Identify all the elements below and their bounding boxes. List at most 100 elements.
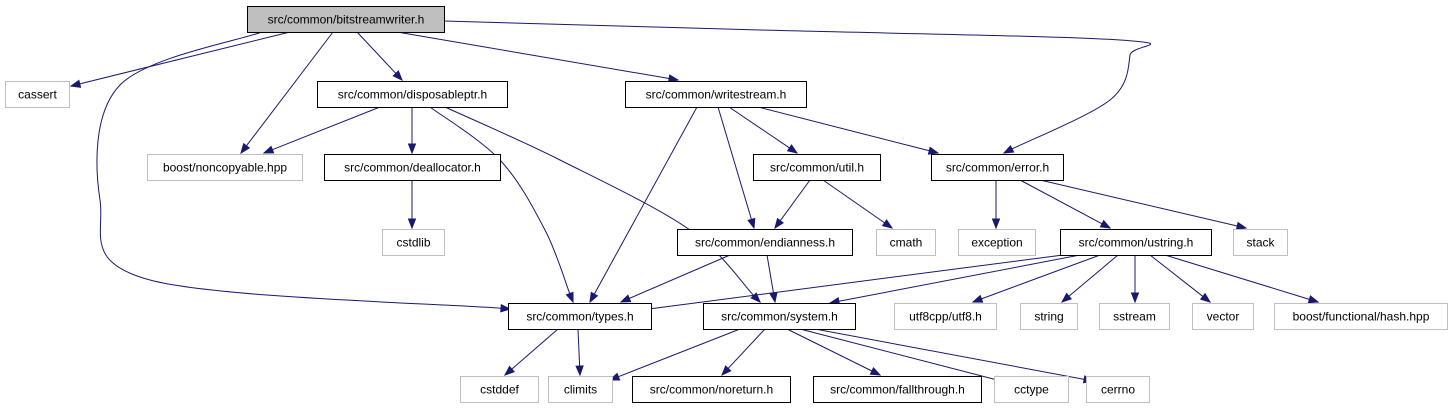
node-box bbox=[317, 81, 508, 108]
node-label: sstream bbox=[1113, 310, 1156, 324]
node-label: src/common/noreturn.h bbox=[650, 383, 773, 397]
node-endianness[interactable]: src/common/endianness.h bbox=[677, 229, 853, 256]
node-climits: climits bbox=[548, 376, 613, 403]
edge-disposableptr-to-types bbox=[429, 106, 574, 304]
edge-error-to-exception bbox=[991, 180, 1001, 230]
edge-line bbox=[1068, 254, 1119, 297]
edge-arrowhead bbox=[69, 79, 82, 88]
node-cstdlib: cstdlib bbox=[382, 229, 445, 256]
node-cstddef: cstddef bbox=[460, 376, 539, 403]
node-fallthrough[interactable]: src/common/fallthrough.h bbox=[813, 376, 982, 403]
edge-disposableptr-to-deallocator bbox=[407, 107, 417, 155]
edge-line bbox=[577, 328, 581, 367]
node-exception: exception bbox=[958, 229, 1036, 256]
node-label: climits bbox=[564, 383, 597, 397]
node-box bbox=[382, 229, 445, 256]
edge-line bbox=[838, 254, 1081, 302]
edge-line bbox=[728, 106, 790, 149]
edge-bitstreamwriter-to-types bbox=[96, 31, 512, 313]
node-cmath: cmath bbox=[876, 229, 936, 256]
edge-error-to-ustring bbox=[1019, 179, 1112, 229]
edge-error-to-stack bbox=[1039, 179, 1248, 230]
node-util[interactable]: src/common/util.h bbox=[753, 154, 881, 181]
edge-system-to-climits bbox=[608, 328, 741, 381]
edge-arrowhead bbox=[1002, 144, 1015, 154]
node-ustring[interactable]: src/common/ustring.h bbox=[1060, 229, 1212, 256]
edge-arrowhead bbox=[589, 291, 599, 304]
edge-arrowhead bbox=[565, 291, 574, 304]
node-writestream[interactable]: src/common/writestream.h bbox=[625, 81, 807, 108]
edge-arrowhead bbox=[407, 143, 417, 155]
node-box bbox=[1086, 376, 1150, 403]
node-error[interactable]: src/common/error.h bbox=[931, 154, 1064, 181]
edge-arrowhead bbox=[786, 144, 799, 154]
node-hash: boost/functional/hash.hpp bbox=[1274, 303, 1448, 330]
edge-line bbox=[1149, 254, 1204, 297]
node-label: src/common/error.h bbox=[946, 161, 1049, 175]
node-label: cerrno bbox=[1101, 383, 1135, 397]
edge-arrowhead bbox=[869, 366, 882, 376]
node-utf8: utf8cpp/utf8.h bbox=[894, 303, 997, 330]
node-noncopyable: boost/noncopyable.hpp bbox=[147, 154, 303, 181]
node-disposableptr[interactable]: src/common/disposableptr.h bbox=[317, 81, 508, 108]
node-noreturn[interactable]: src/common/noreturn.h bbox=[632, 376, 791, 403]
edge-arrowhead bbox=[1099, 219, 1112, 229]
edge-system-to-cerrno bbox=[814, 328, 1095, 384]
edge-line bbox=[1039, 179, 1238, 227]
node-label: cctype bbox=[1014, 383, 1049, 397]
edge-arrowhead bbox=[769, 291, 778, 304]
edge-arrowhead bbox=[1130, 292, 1140, 304]
edge-arrowhead bbox=[575, 365, 584, 377]
node-bitstreamwriter: src/common/bitstreamwriter.h bbox=[247, 6, 445, 33]
edge-system-to-fallthrough bbox=[786, 328, 882, 376]
node-box bbox=[703, 303, 856, 330]
edge-arrowhead bbox=[1235, 221, 1248, 230]
edge-line bbox=[272, 106, 381, 151]
node-box bbox=[548, 376, 613, 403]
edge-line bbox=[757, 106, 930, 152]
node-box bbox=[958, 229, 1036, 256]
node-box bbox=[1099, 303, 1170, 330]
edge-bitstreamwriter-to-cassert bbox=[69, 31, 291, 88]
node-box bbox=[460, 376, 539, 403]
edge-arrowhead bbox=[503, 365, 515, 376]
node-box bbox=[876, 229, 936, 256]
edge-arrowhead bbox=[881, 219, 894, 229]
node-vector: vector bbox=[1192, 303, 1254, 330]
node-label: src/common/disposableptr.h bbox=[338, 88, 487, 102]
node-box bbox=[632, 376, 791, 403]
edge-line bbox=[444, 106, 755, 296]
edge-util-to-endianness bbox=[774, 179, 811, 230]
edge-writestream-to-util bbox=[728, 106, 799, 154]
node-box bbox=[931, 154, 1064, 181]
edge-endianness-to-system bbox=[766, 254, 778, 304]
edge-writestream-to-error bbox=[757, 106, 940, 155]
node-label: string bbox=[1034, 310, 1063, 324]
node-system[interactable]: src/common/system.h bbox=[703, 303, 856, 330]
edge-line bbox=[799, 328, 997, 381]
edge-line bbox=[396, 31, 670, 79]
node-box bbox=[813, 376, 982, 403]
node-types[interactable]: src/common/types.h bbox=[508, 303, 652, 330]
node-label: cassert bbox=[18, 88, 57, 102]
edge-system-to-noreturn bbox=[721, 328, 766, 377]
node-box bbox=[1274, 303, 1448, 330]
node-deallocator[interactable]: src/common/deallocator.h bbox=[324, 154, 501, 181]
edge-bitstreamwriter-to-noncopyable bbox=[240, 31, 334, 155]
node-label: boost/functional/hash.hpp bbox=[1293, 310, 1430, 324]
edge-endianness-to-types bbox=[619, 254, 731, 303]
node-label: exception bbox=[971, 236, 1022, 250]
node-label: cmath bbox=[890, 236, 923, 250]
node-box bbox=[324, 154, 501, 181]
edge-util-to-cmath bbox=[822, 179, 894, 229]
node-box bbox=[1020, 303, 1078, 330]
node-box bbox=[1233, 229, 1288, 256]
edge-bitstreamwriter-to-error bbox=[443, 20, 1152, 154]
node-box bbox=[1060, 229, 1212, 256]
edge-disposableptr-to-noncopyable bbox=[262, 106, 381, 154]
node-string: string bbox=[1020, 303, 1078, 330]
edge-line bbox=[443, 20, 1152, 150]
edge-line bbox=[629, 254, 731, 299]
node-label: src/common/fallthrough.h bbox=[830, 383, 965, 397]
